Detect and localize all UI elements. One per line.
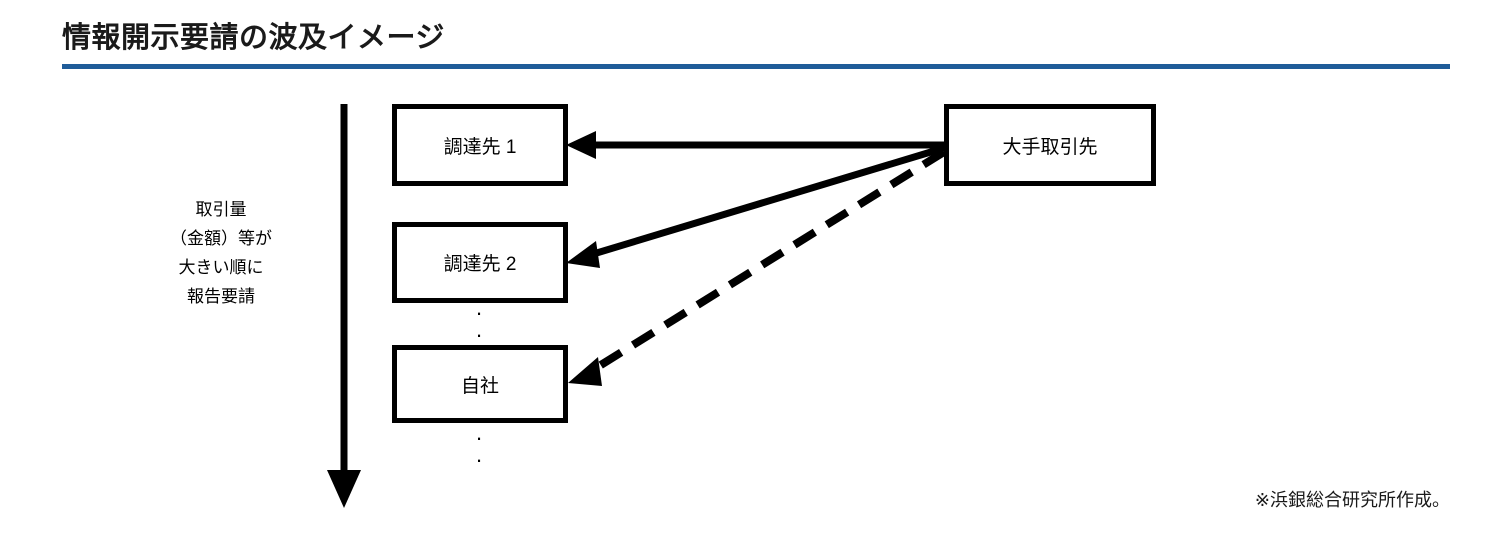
page-title: 情報開示要請の波及イメージ — [62, 22, 445, 54]
node-supplier1-label: 調達先 1 — [443, 136, 517, 158]
edge-major-to-supplier1 — [566, 131, 944, 159]
title-underline-rule — [62, 64, 1450, 69]
node-supplier2[interactable]: 調達先 2 — [392, 222, 568, 303]
axis-caption-line-2: （金額）等が — [170, 229, 272, 248]
source-footnote: ※浜銀総合研究所作成。 — [1254, 490, 1450, 510]
ellipsis-dot: · — [475, 447, 483, 472]
ellipsis-dot: · — [475, 425, 483, 450]
axis-caption-line-1: 取引量 — [195, 200, 247, 219]
ellipsis-below-self: · · — [472, 427, 486, 471]
ellipsis-dot: · — [475, 300, 483, 325]
edge-major-to-self — [568, 148, 947, 386]
edge-major-to-supplier2 — [566, 144, 946, 268]
ellipsis-dot: · — [475, 322, 483, 347]
axis-caption-line-3: 大きい順に — [178, 258, 264, 277]
axis-caption-line-4: 報告要請 — [187, 287, 255, 306]
node-supplier2-label: 調達先 2 — [443, 254, 517, 275]
node-self[interactable]: 自社 — [392, 345, 568, 423]
node-self-label: 自社 — [460, 375, 499, 397]
node-major-client[interactable]: 大手取引先 — [944, 104, 1156, 186]
node-supplier1[interactable]: 調達先 1 — [392, 104, 568, 186]
axis-caption: 取引量 （金額）等が 大きい順に 報告要請 — [150, 195, 292, 311]
downward-arrow-icon — [327, 104, 361, 508]
ellipsis-between-supplier2-and-self: · · — [472, 302, 486, 346]
node-major-client-label: 大手取引先 — [1002, 136, 1098, 158]
